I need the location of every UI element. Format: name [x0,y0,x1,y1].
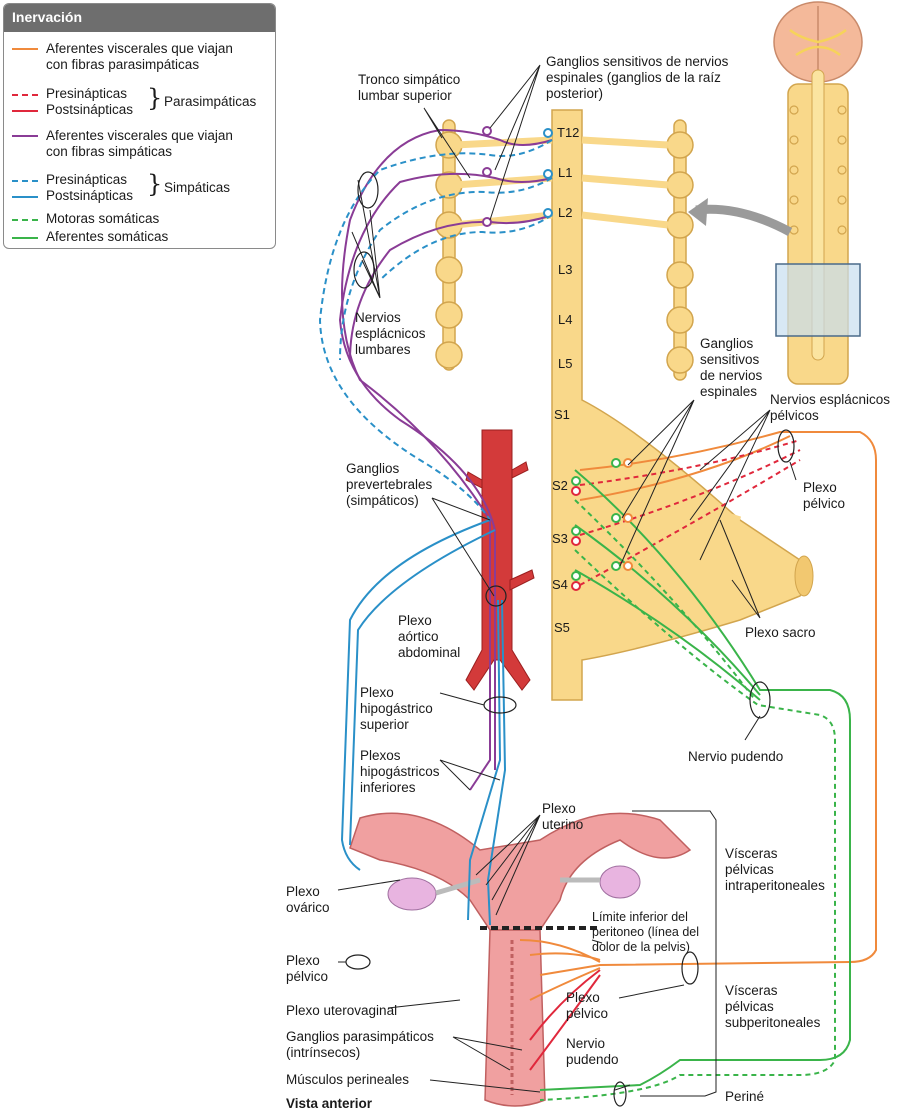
segment-l1: L1 [558,165,573,180]
segment-s2: S2 [552,478,568,493]
legend-simp-group: Simpáticas [164,180,231,195]
segment-l5: L5 [558,356,573,371]
abdominal-aorta [465,429,535,691]
sacral-plexus-cut [794,555,814,597]
label-plexo-ovarico: Plexo ovárico [286,884,330,915]
segment-s5: S5 [554,620,570,635]
label-nervios-pelvicos: Nervios esplácnicos pélvicos [770,392,891,423]
legend-post-para: Postsinápticas [46,102,134,117]
spinal-ganglia-markers [482,126,633,591]
sympathetic-trunk-right [666,119,694,381]
legend-swatch-green-dashed [12,219,38,221]
label-ganglios-sensitivos-mid: Ganglios sensitivos de nervios espinales [700,336,763,399]
segment-l3: L3 [558,262,573,277]
legend-aferentes-para: Aferentes viscerales que viajan con fibr… [46,41,233,72]
legend-motoras: Motoras somáticas [46,211,160,226]
label-plexo-pelvico-right: Plexo pélvico [803,480,846,511]
label-plexo-uterino: Plexo uterino [542,801,584,832]
label-perine: Periné [725,1089,765,1104]
parasympathetic-lines [529,439,801,1071]
label-plexo-aortico: Plexo aórtico abdominal [398,613,461,660]
legend-swatch-green-solid [12,237,38,239]
segment-l4: L4 [558,312,573,327]
label-plexo-uterovaginal: Plexo uterovaginal [286,1003,398,1018]
segment-t12: T12 [557,125,580,140]
legend-pre-para: Presinápticas [46,86,128,101]
legend-aferentes-simp: Aferentes viscerales que viajan con fibr… [46,128,233,159]
label-tronco-simpatico: Tronco simpático lumbar superior [358,72,461,103]
label-plexos-hipogastricos-inferiores: Plexos hipogástricos inferiores [360,748,440,795]
label-visceras-subperitoneales: Vísceras pélvicas subperitoneales [725,983,821,1030]
legend-brace-simp: } [147,170,163,198]
uterus-vagina [349,812,692,1107]
label-vista-anterior: Vista anterior [286,1096,373,1111]
legend-pre-simp: Presinápticas [46,172,128,187]
legend-swatch-blue-solid [12,196,38,198]
label-plexo-hipogastrico-superior: Plexo hipogástrico superior [360,685,433,732]
afferent-sympathetic-lines [338,128,553,791]
segment-s3: S3 [552,531,568,546]
label-nervio-pudendo-right: Nervio pudendo [688,749,784,764]
label-musculos-perineales: Músculos perineales [286,1072,410,1087]
label-limite-peritoneo: Límite inferior del peritoneo (línea del… [592,910,700,954]
label-ganglios-sensitivos-top: Ganglios sensitivos de nervios espinales… [546,54,729,101]
brain-spinal-overview [773,1,863,385]
sympathetic-lines [318,139,553,926]
label-nervios-lumbares: Nervios esplácnicos lumbares [355,310,426,357]
label-plexo-sacro: Plexo sacro [745,625,816,640]
sympathetic-trunk-left [435,119,463,371]
zoom-arrow [695,204,793,236]
legend-swatch-blue-dashed [12,180,38,182]
legend-swatch-purple-solid [12,135,38,137]
label-plexo-pelvico-center: Plexo pélvico [566,990,609,1021]
label-ganglios-prevertebrales: Ganglios prevertebrales (simpáticos) [346,461,433,508]
legend-swatch-red-solid [12,110,38,112]
sacral-rami [580,466,751,616]
legend-title: Inervación [4,4,275,32]
legend-aferentes-som: Aferentes somáticas [46,229,169,244]
label-nervio-pudendo-center: Nervio pudendo [566,1036,619,1067]
legend-box: Inervación Aferentes viscerales que viaj… [3,3,276,249]
label-visceras-intraperitoneales: Vísceras pélvicas intraperitoneales [725,846,825,893]
legend-brace-para: } [147,84,163,112]
legend-post-simp: Postsinápticas [46,188,134,203]
segment-s4: S4 [552,577,568,592]
somatic-lines [539,469,851,1101]
segment-s1: S1 [554,407,570,422]
legend-para-group: Parasimpáticas [164,94,257,109]
label-plexo-pelvico-left: Plexo pélvico [286,953,329,984]
label-ganglios-parasimpaticos: Ganglios parasimpáticos (intrínsecos) [286,1029,434,1060]
legend-swatch-orange-solid [12,48,38,50]
segment-l2: L2 [558,205,573,220]
zoom-arrow-head [688,198,708,226]
leader-lines [337,64,797,1097]
legend-swatch-red-dashed [12,94,38,96]
